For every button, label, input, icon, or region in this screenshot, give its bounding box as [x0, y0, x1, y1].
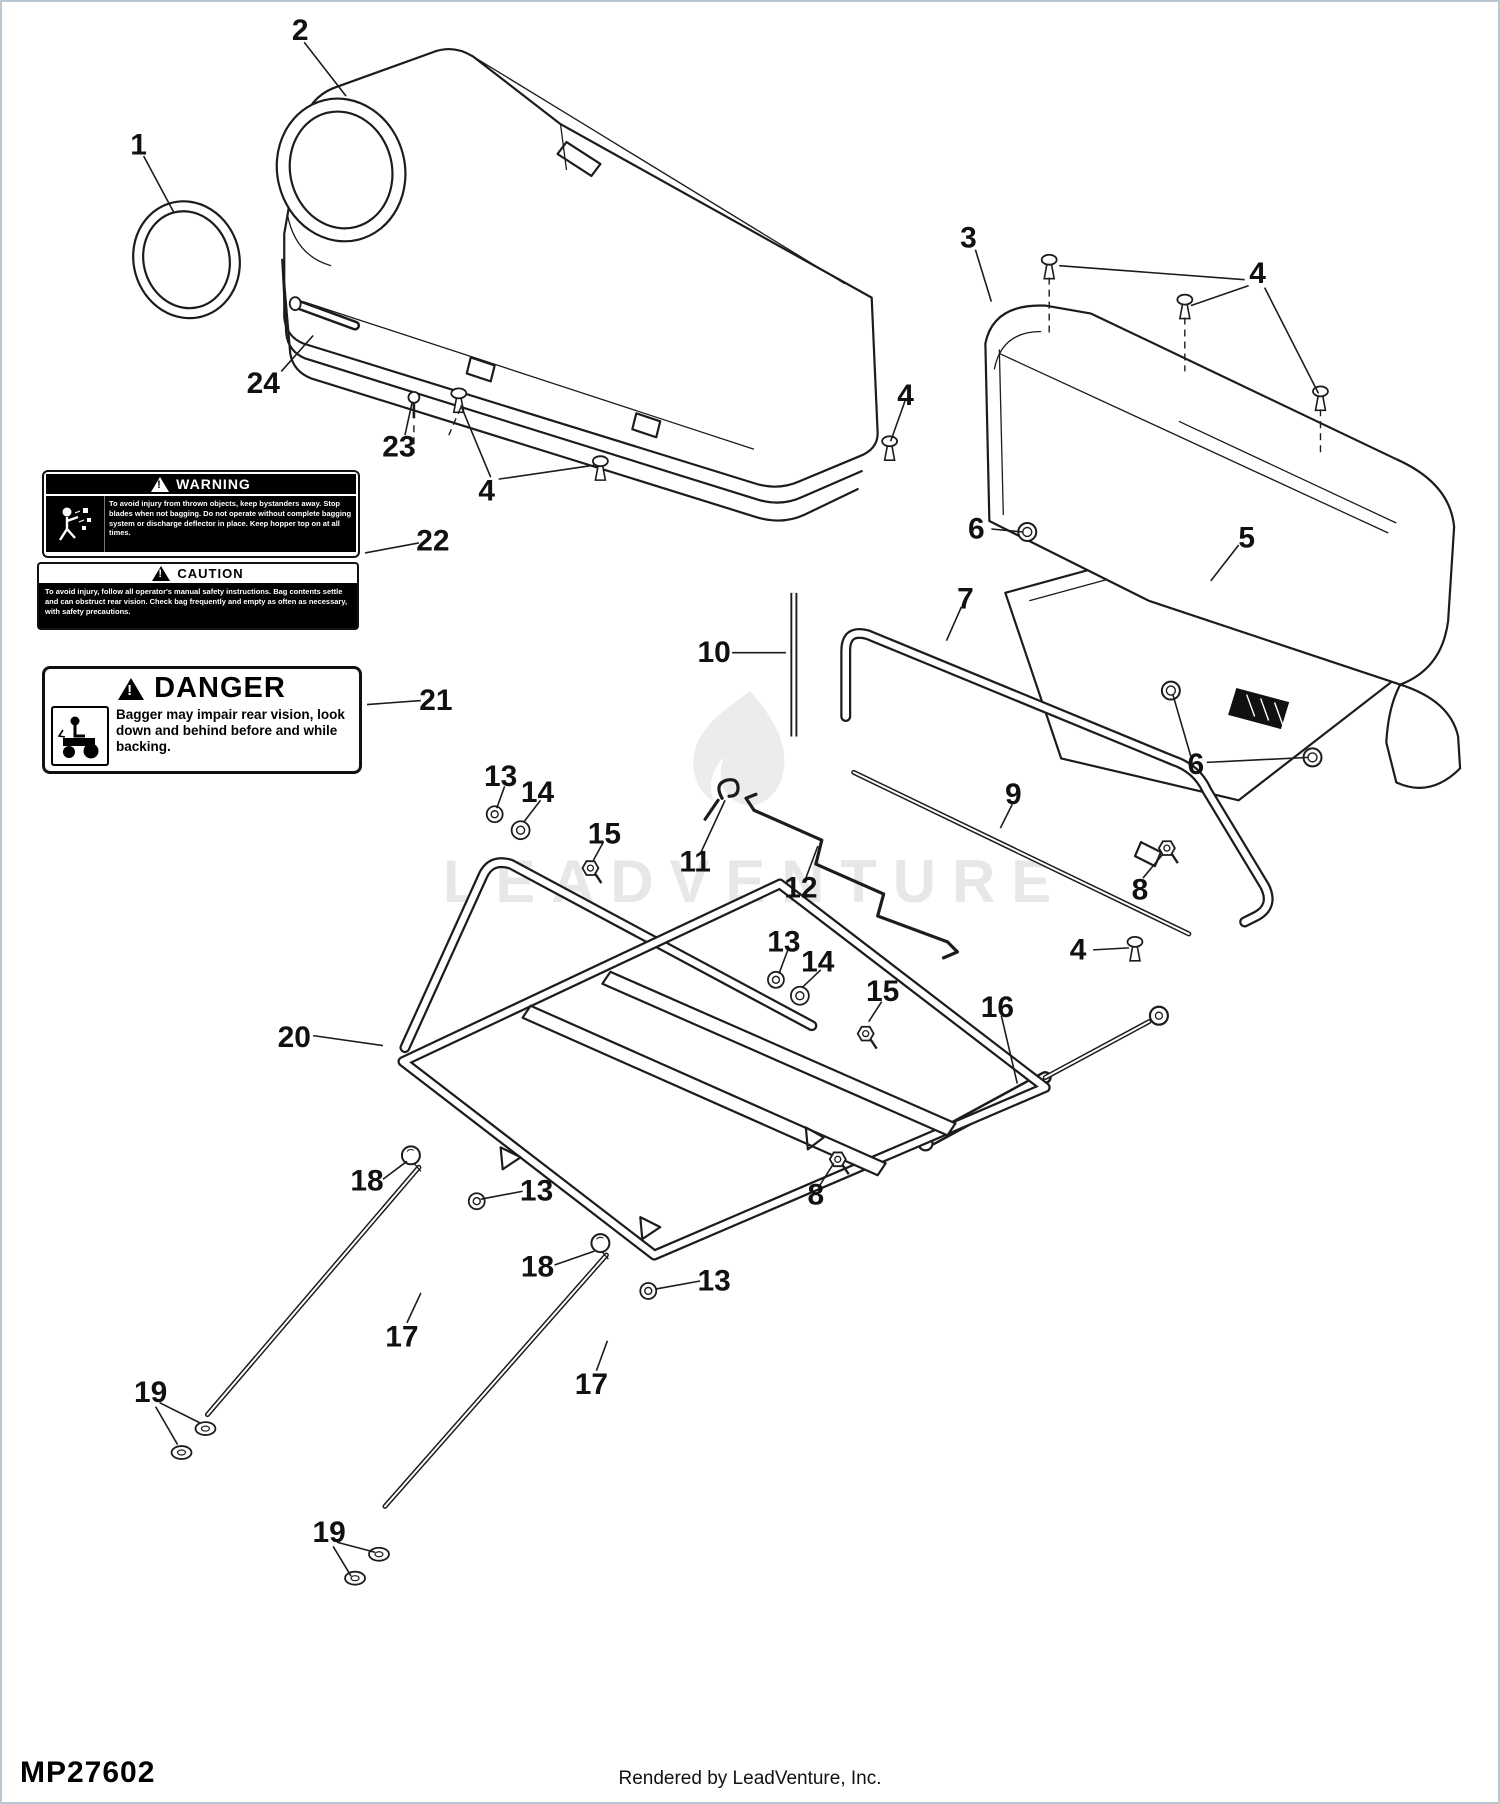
safety-alert-icon	[152, 566, 171, 581]
ball-knob-18	[400, 1145, 421, 1166]
callout-4[interactable]: 4	[897, 379, 914, 412]
callout-14[interactable]: 14	[801, 945, 835, 978]
diagram-part-code: MP27602	[20, 1756, 156, 1789]
screw-4	[1126, 936, 1144, 962]
callout-19[interactable]: 19	[134, 1376, 167, 1409]
screw-4	[881, 435, 899, 462]
render-credit: Rendered by LeadVenture, Inc.	[618, 1768, 882, 1789]
rider-pictogram	[51, 706, 109, 766]
callout-10[interactable]: 10	[697, 636, 730, 669]
danger-title: DANGER	[154, 672, 286, 704]
callout-17[interactable]: 17	[385, 1320, 418, 1353]
ball-knob-18	[590, 1233, 611, 1254]
callout-23[interactable]: 23	[382, 431, 415, 464]
part-11-clip	[703, 778, 740, 821]
nut-13	[485, 805, 504, 824]
warning-header: WARNING	[46, 474, 356, 494]
caution-title: CAUTION	[177, 566, 244, 581]
callout-4[interactable]: 4	[478, 475, 495, 508]
part-3-rear-cover	[984, 304, 1462, 789]
callout-22[interactable]: 22	[416, 524, 449, 557]
leadventure-flame-icon	[693, 690, 785, 806]
part-23-screw	[407, 390, 421, 419]
part-12-wire	[744, 792, 960, 960]
callout-2[interactable]: 2	[292, 14, 309, 47]
callout-11[interactable]: 11	[679, 846, 711, 879]
callout-18[interactable]: 18	[521, 1251, 554, 1284]
callout-12[interactable]: 12	[784, 872, 817, 905]
callout-15[interactable]: 15	[588, 818, 621, 851]
part-2-hopper-top	[275, 47, 879, 522]
callout-3[interactable]: 3	[960, 221, 977, 254]
part-24-pin	[288, 296, 361, 331]
safety-alert-icon	[118, 677, 145, 700]
washer-19	[368, 1546, 390, 1562]
callout-15[interactable]: 15	[866, 975, 899, 1008]
grommet-6	[1160, 680, 1181, 701]
callout-21[interactable]: 21	[419, 684, 452, 717]
screw-4	[592, 455, 609, 482]
part-17-rods	[204, 1145, 611, 1509]
washer-19	[194, 1421, 217, 1436]
part-20-lower-frame	[397, 857, 1051, 1261]
bolt-15	[856, 1025, 878, 1050]
callout-16[interactable]: 16	[981, 991, 1014, 1024]
callout-13[interactable]: 13	[484, 760, 517, 793]
danger-text: Bagger may impair rear vision, look down…	[116, 707, 345, 754]
caution-header: CAUTION	[39, 564, 357, 584]
nut-13	[767, 970, 785, 989]
callout-19[interactable]: 19	[312, 1516, 345, 1549]
washer-19	[344, 1570, 366, 1586]
callout-8[interactable]: 8	[1132, 874, 1149, 907]
callout-17[interactable]: 17	[575, 1368, 608, 1401]
warning-label: WARNING To avoid injury from thrown obje…	[42, 470, 360, 558]
callout-1[interactable]: 1	[130, 129, 147, 162]
part-1-seal-ring	[132, 200, 241, 320]
screw-4	[1040, 253, 1058, 280]
washer-14	[510, 820, 531, 841]
nut-13	[467, 1192, 486, 1211]
callout-8[interactable]: 8	[808, 1179, 825, 1212]
warning-text: To avoid injury from thrown objects, kee…	[109, 499, 352, 538]
callout-14[interactable]: 14	[521, 776, 555, 809]
part-7-upper-frame	[840, 627, 1274, 928]
callout-5[interactable]: 5	[1238, 521, 1255, 554]
callout-4[interactable]: 4	[1070, 933, 1087, 966]
warning-title: WARNING	[176, 476, 251, 492]
leader-lines	[142, 41, 1320, 1577]
part-9-rod	[851, 769, 1192, 937]
screw-4	[1176, 293, 1194, 320]
callout-6[interactable]: 6	[1187, 748, 1204, 781]
callout-13[interactable]: 13	[697, 1264, 730, 1297]
callout-13[interactable]: 13	[767, 925, 800, 958]
assembly-axis-lines	[413, 277, 1322, 458]
nut-13	[639, 1282, 658, 1300]
washer-19	[170, 1445, 193, 1460]
thrown-objects-pictogram	[46, 496, 105, 552]
safety-alert-icon	[151, 476, 170, 492]
caution-text: To avoid injury, follow all operator's m…	[45, 587, 348, 616]
danger-label: DANGER Bagger may impair rear vision, lo…	[42, 666, 362, 774]
callout-4[interactable]: 4	[1249, 257, 1266, 290]
callout-7[interactable]: 7	[957, 582, 974, 615]
callout-9[interactable]: 9	[1005, 778, 1022, 811]
danger-header: DANGER	[51, 672, 353, 705]
callout-18[interactable]: 18	[350, 1165, 383, 1198]
washer-14	[789, 985, 810, 1006]
screw-4	[1312, 385, 1329, 412]
callout-6[interactable]: 6	[968, 512, 985, 545]
callout-20[interactable]: 20	[278, 1021, 311, 1054]
callout-24[interactable]: 24	[247, 367, 281, 400]
callout-13[interactable]: 13	[520, 1175, 553, 1208]
caution-label: CAUTION To avoid injury, follow all oper…	[37, 562, 359, 630]
bolt-8	[1157, 840, 1180, 865]
